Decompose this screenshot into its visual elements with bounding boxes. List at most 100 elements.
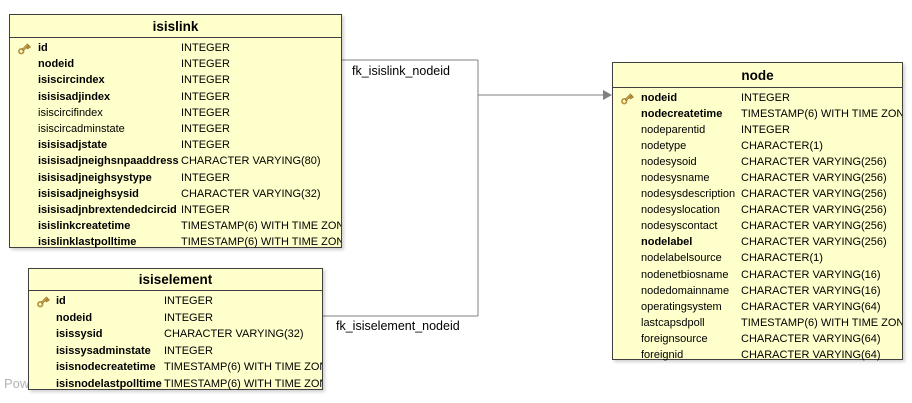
table-row: isisisadjindex INTEGER — [10, 89, 341, 105]
primary-key-icon — [613, 91, 641, 106]
relationship-label-fk-isiselement-nodeid: fk_isiselement_nodeid — [336, 319, 460, 333]
field-name: isislinkcreatetime — [38, 220, 131, 233]
field-name: nodeid — [641, 92, 678, 105]
field-type: CHARACTER VARYING(16) — [741, 268, 881, 281]
table-row: nodeid INTEGER — [29, 310, 322, 327]
table-row: nodesysoid CHARACTER VARYING(256) — [613, 154, 902, 170]
table-title: isislink — [10, 15, 341, 38]
table-row: nodecreatetime TIMESTAMP(6) WITH TIME ZON… — [613, 106, 902, 122]
table-row: nodelabel CHARACTER VARYING(256) — [613, 234, 902, 250]
field-name: nodedomainname — [641, 284, 730, 297]
field-name: nodesyslocation — [641, 204, 720, 217]
field-name: id — [38, 42, 48, 55]
field-name: isiscircadminstate — [38, 123, 125, 136]
field-name: nodeid — [38, 58, 75, 71]
field-type: CHARACTER VARYING(256) — [741, 236, 887, 249]
field-name: nodeid — [56, 311, 93, 324]
field-name: isisisadjneighsystype — [38, 171, 152, 184]
field-type: CHARACTER VARYING(32) — [181, 187, 321, 200]
field-name: isisisadjneighsysid — [38, 187, 139, 200]
field-name: isisisadjneighsnpaaddress — [38, 155, 179, 168]
table-row: isisisadjneighsystype INTEGER — [10, 170, 341, 186]
field-name: foreignsource — [641, 332, 708, 345]
table-row: foreignsource CHARACTER VARYING(64) — [613, 331, 902, 347]
field-name: nodesyscontact — [641, 220, 718, 233]
field-type: CHARACTER VARYING(256) — [741, 172, 887, 185]
field-type: TIMESTAMP(6) WITH TIME ZONE — [741, 316, 902, 329]
field-name: nodecreatetime — [641, 108, 723, 121]
field-name: operatingsystem — [641, 300, 722, 313]
field-name: isisnodecreatetime — [56, 361, 156, 374]
field-type: INTEGER — [181, 171, 230, 184]
table-row: isiscircifindex INTEGER — [10, 105, 341, 121]
field-name: nodetype — [641, 140, 687, 153]
field-type: INTEGER — [181, 106, 230, 119]
field-type: INTEGER — [164, 344, 213, 357]
field-name: isislinklastpolltime — [38, 236, 137, 249]
table-row: foreignid CHARACTER VARYING(64) — [613, 347, 902, 363]
field-type: CHARACTER(1) — [741, 140, 823, 153]
field-type: INTEGER — [181, 74, 230, 87]
field-type: INTEGER — [181, 123, 230, 136]
field-type: TIMESTAMP(6) WITH TIME ZONE — [741, 108, 902, 121]
field-type: INTEGER — [181, 58, 230, 71]
field-name: lastcapsdpoll — [641, 316, 705, 329]
field-type: CHARACTER(1) — [741, 252, 823, 265]
field-name: isisisadjnbrextendedcircid — [38, 203, 177, 216]
field-name: foreignid — [641, 348, 684, 361]
table-row: nodeid INTEGER — [10, 56, 341, 72]
field-type: INTEGER — [741, 92, 790, 105]
field-name: nodelabelsource — [641, 252, 722, 265]
table-row: nodedomainname CHARACTER VARYING(16) — [613, 283, 902, 299]
field-type: INTEGER — [181, 90, 230, 103]
relationship-label-fk-isislink-nodeid: fk_isislink_nodeid — [352, 64, 450, 78]
field-type: CHARACTER VARYING(64) — [741, 348, 881, 361]
field-type: CHARACTER VARYING(32) — [164, 328, 304, 341]
field-name: nodesysoid — [641, 156, 697, 169]
primary-key-icon — [29, 294, 56, 309]
table-row: isissysid CHARACTER VARYING(32) — [29, 326, 322, 343]
field-name: nodenetbiosname — [641, 268, 729, 281]
field-type: CHARACTER VARYING(256) — [741, 220, 887, 233]
field-type: CHARACTER VARYING(256) — [741, 156, 887, 169]
field-type: INTEGER — [181, 139, 230, 152]
table-row: isislinkcreatetime TIMESTAMP(6) WITH TIME… — [10, 218, 341, 234]
table-row: nodeid INTEGER — [613, 90, 902, 106]
field-name: isissysid — [56, 328, 103, 341]
table-row: id INTEGER — [10, 40, 341, 56]
table-row: isiscircadminstate INTEGER — [10, 121, 341, 137]
field-name: nodelabel — [641, 236, 693, 249]
field-name: isisisadjindex — [38, 90, 111, 103]
field-name: nodesysdescription — [641, 188, 736, 201]
table-title: isiselement — [29, 269, 322, 291]
table-row: nodelabelsource CHARACTER(1) — [613, 250, 902, 266]
primary-key-icon — [10, 41, 38, 56]
field-type: CHARACTER VARYING(64) — [741, 300, 881, 313]
table-row: nodetype CHARACTER(1) — [613, 138, 902, 154]
field-name: isiscircindex — [38, 74, 105, 87]
field-type: INTEGER — [164, 311, 213, 324]
arrowhead-icon — [603, 90, 612, 100]
field-type: CHARACTER VARYING(256) — [741, 188, 887, 201]
table-row: isiscircindex INTEGER — [10, 72, 341, 88]
field-name: isiscircifindex — [38, 106, 103, 119]
field-type: CHARACTER VARYING(64) — [741, 332, 881, 345]
field-type: TIMESTAMP(6) WITH TIME ZONE — [181, 220, 341, 233]
watermark-text: Pow — [4, 376, 30, 391]
field-type: CHARACTER VARYING(16) — [741, 284, 881, 297]
field-type: INTEGER — [181, 42, 230, 55]
field-type: INTEGER — [164, 295, 213, 308]
